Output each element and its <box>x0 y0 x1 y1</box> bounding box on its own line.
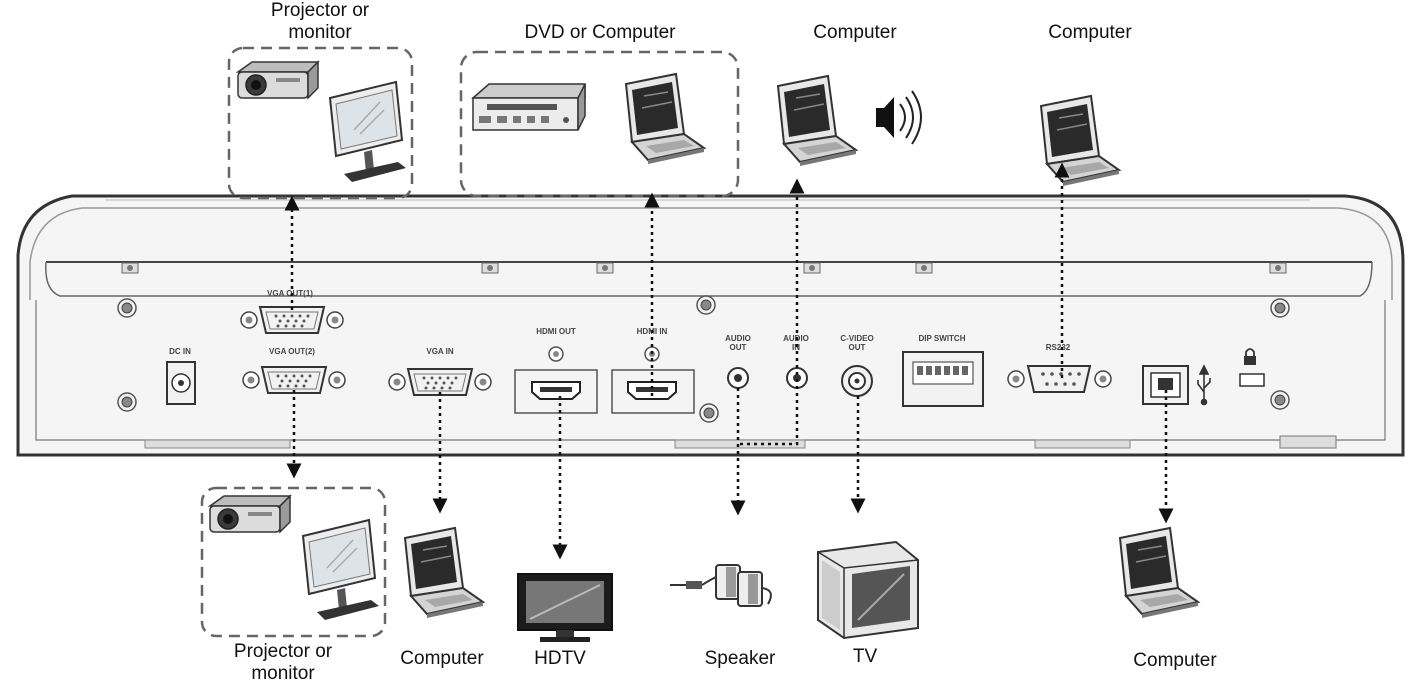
bottom-computer-usb <box>1119 527 1199 619</box>
monitor-icon <box>302 519 380 621</box>
label-top-projector-monitor: Projector or monitor <box>270 0 370 43</box>
label-top-computer-rs232: Computer <box>1048 22 1132 43</box>
top-computer-audio <box>777 75 922 167</box>
laptop-icon <box>404 527 484 619</box>
label-bottom-tv: TV <box>852 646 878 667</box>
laptop-icon <box>1040 95 1120 187</box>
vga-out-2-label: VGA OUT(2) <box>269 347 315 356</box>
bottom-tv <box>817 540 919 640</box>
top-computer-rs232 <box>1040 95 1120 187</box>
vga-in-port: VGA IN <box>388 347 492 396</box>
lock-icon <box>1244 348 1256 365</box>
usb-icon <box>1197 364 1211 406</box>
label-bottom-computer-usb: Computer <box>1133 650 1217 671</box>
label-bottom-speaker: Speaker <box>704 648 776 669</box>
monitor-icon <box>329 81 407 183</box>
label-top-dvd-computer: DVD or Computer <box>524 22 676 43</box>
crt-tv-icon <box>817 540 919 640</box>
hdmi-out-port: HDMI OUT <box>514 327 598 414</box>
label-bottom-projector-monitor: Projector or monitor <box>233 641 333 684</box>
vga-out-1-port: VGA OUT(1) <box>240 289 344 334</box>
bottom-projector-monitor-group <box>200 486 387 638</box>
projector-icon <box>237 61 319 99</box>
bottom-computer-vga <box>404 527 484 619</box>
hdtv-icon <box>517 573 613 642</box>
dc-in-label: DC IN <box>169 347 191 356</box>
dvd-player-icon <box>471 83 586 131</box>
top-dvd-computer-group <box>459 50 740 198</box>
rs232-label: RS232 <box>1046 343 1071 352</box>
lock-slot <box>1239 348 1265 387</box>
speakers-icon <box>670 564 772 607</box>
bottom-speaker <box>670 564 772 607</box>
rs232-port: RS232 <box>1007 343 1112 393</box>
laptop-icon <box>1119 527 1199 619</box>
vga-out-1-label: VGA OUT(1) <box>267 289 313 298</box>
label-top-computer-audio: Computer <box>813 22 897 43</box>
top-projector-monitor-group <box>227 46 414 200</box>
dc-in-port: DC IN <box>166 347 196 405</box>
laptop-icon <box>777 75 857 167</box>
laptop-icon <box>625 73 705 165</box>
document-camera-rear-panel <box>16 194 1405 457</box>
bottom-hdtv <box>517 573 613 642</box>
projector-icon <box>209 495 291 533</box>
label-bottom-computer-vga: Computer <box>400 648 484 669</box>
vga-out-2-port: VGA OUT(2) <box>242 347 346 394</box>
connection-lines <box>284 162 1174 560</box>
speaker-sound-icon <box>876 90 922 145</box>
link-audio-in-to-computer <box>740 178 805 446</box>
dip-switch-label: DIP SWITCH <box>919 334 966 343</box>
vga-in-label: VGA IN <box>426 347 453 356</box>
label-bottom-hdtv: HDTV <box>534 648 586 669</box>
dip-switch: DIP SWITCH <box>902 334 984 407</box>
hdmi-out-label: HDMI OUT <box>536 327 576 336</box>
